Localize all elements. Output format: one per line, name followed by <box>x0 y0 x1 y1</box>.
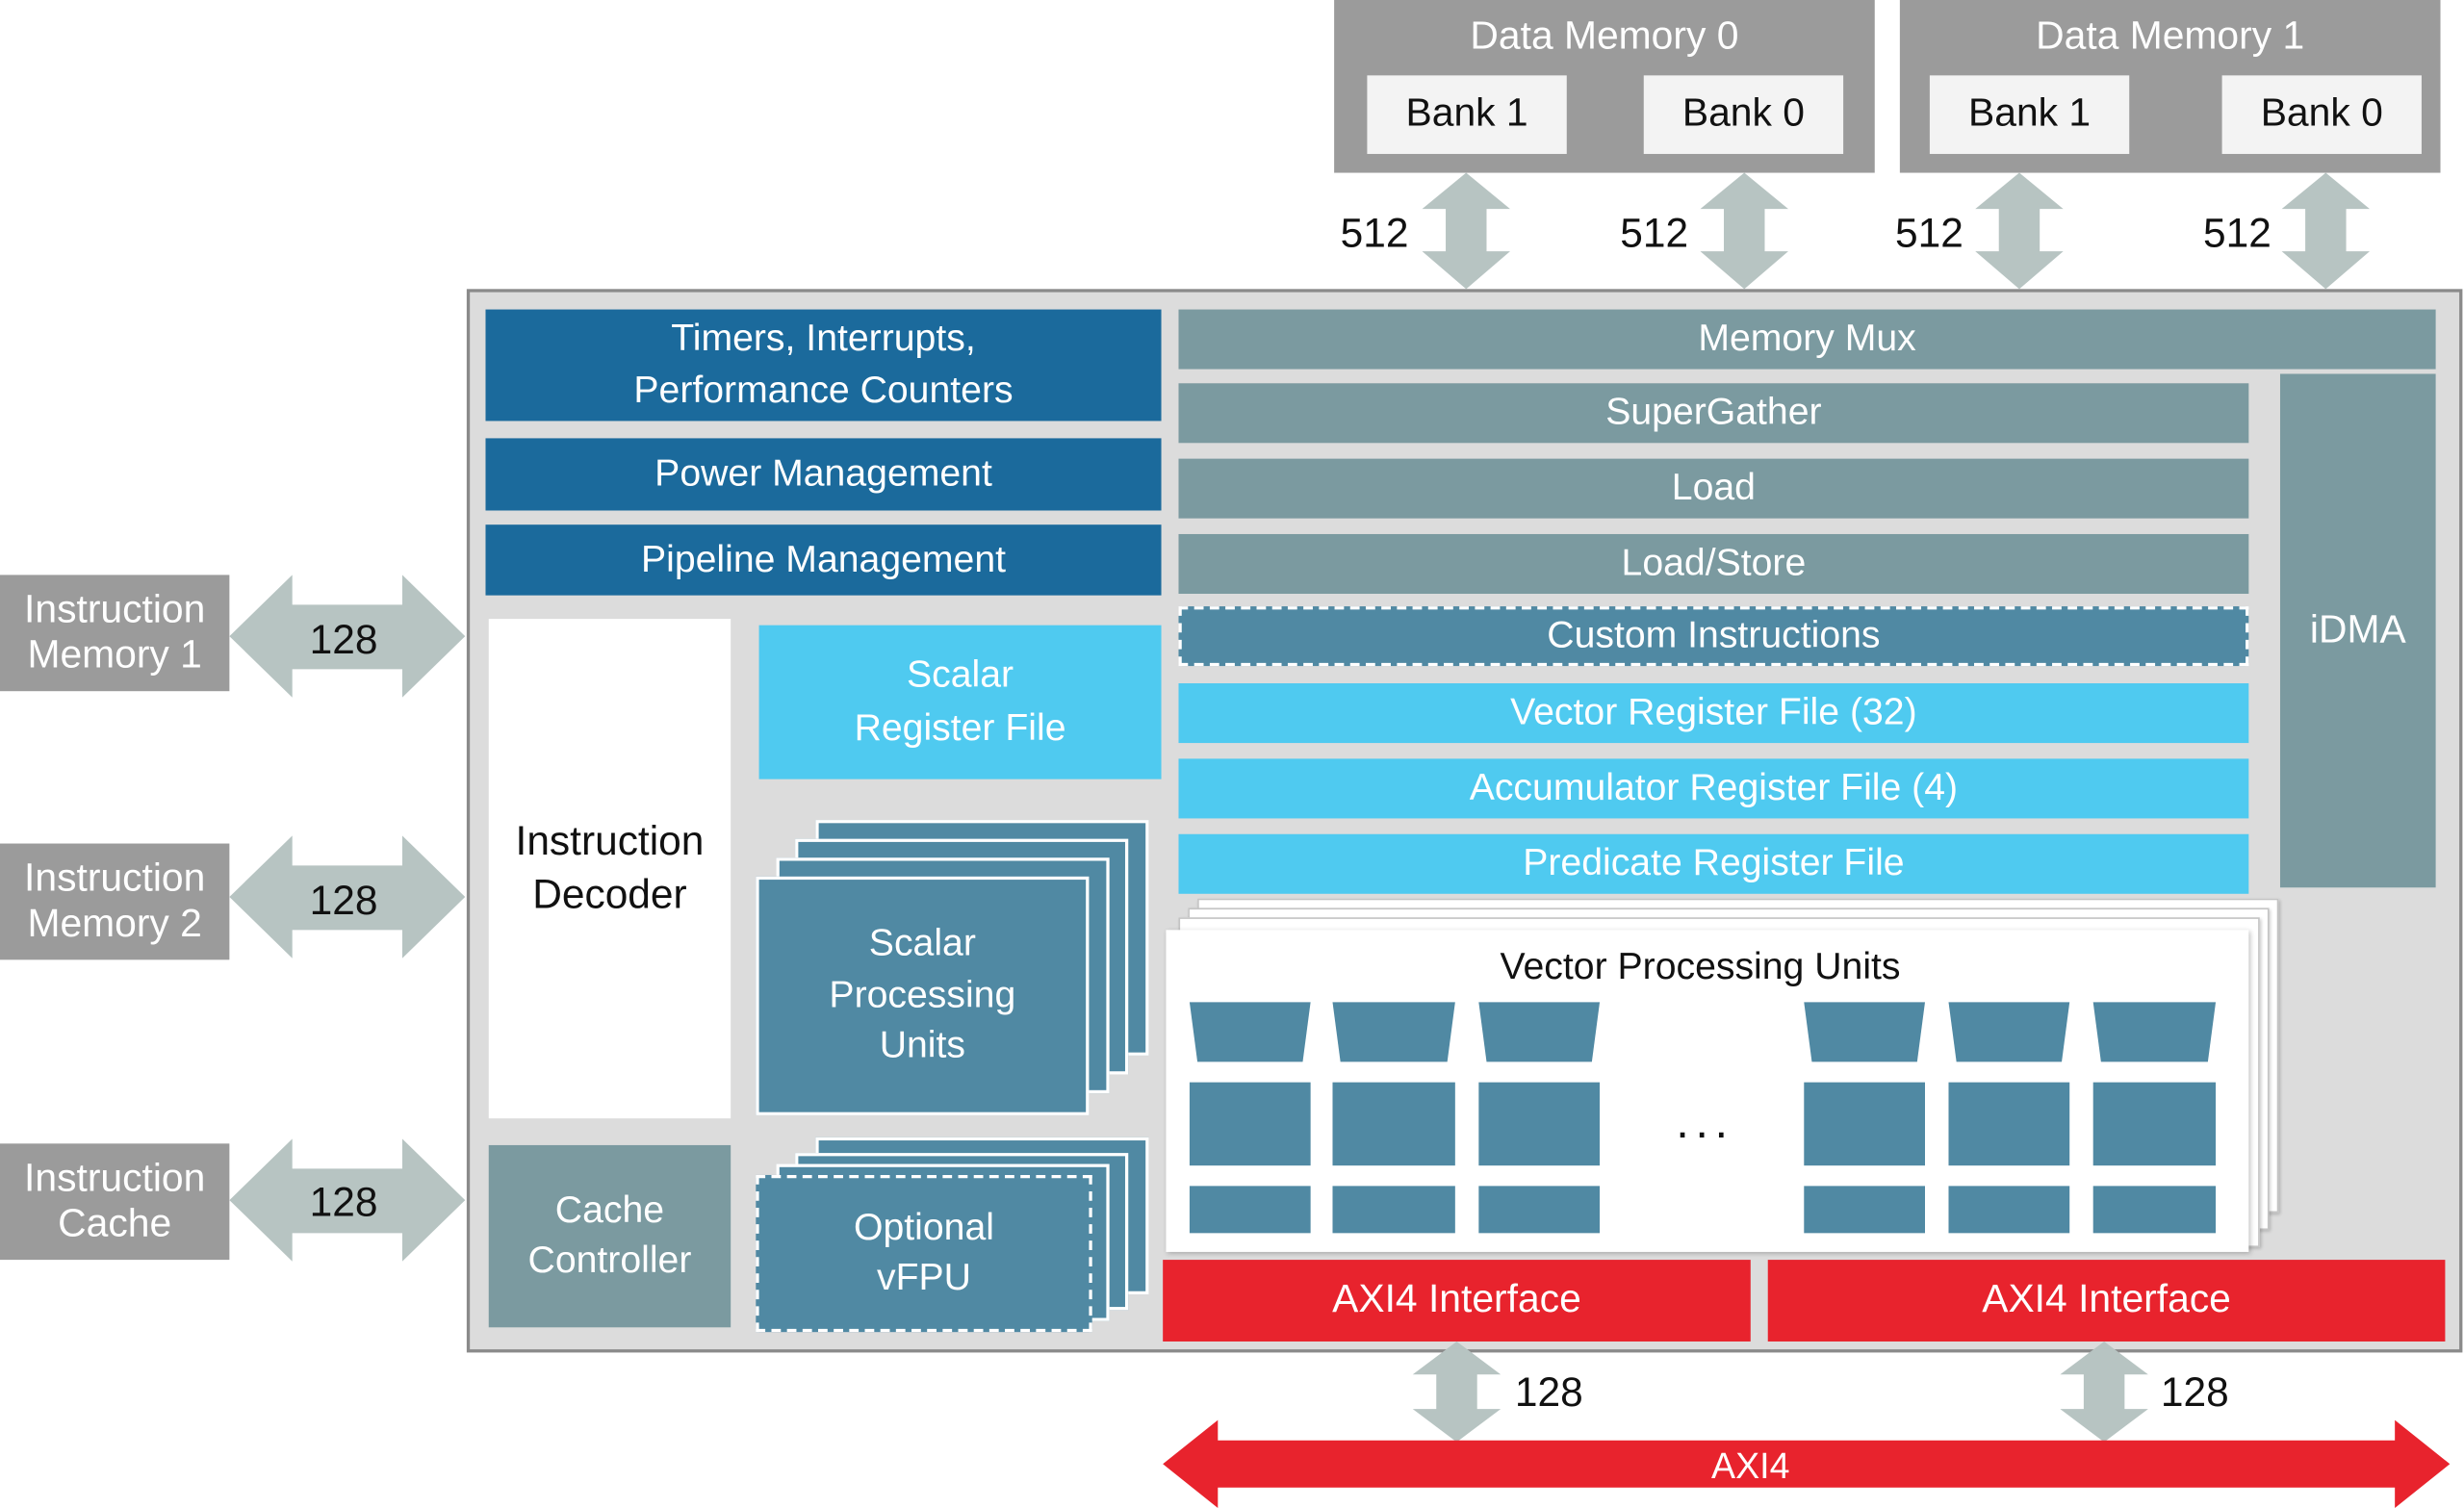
vpu-cell <box>1804 1082 1925 1166</box>
vpu-cell <box>1948 1186 2070 1234</box>
vpu-trapezoid <box>1804 1002 1925 1062</box>
data-width-3: 512 <box>2202 209 2272 257</box>
cache-controller-block: Cache Controller <box>488 1144 732 1328</box>
vpu-cell <box>1332 1082 1455 1166</box>
scalar-register-file-block: Scalar Register File <box>758 625 1162 780</box>
instruction-memory-2-width: 128 <box>309 876 378 924</box>
axi-arrow-left <box>1412 1341 1502 1443</box>
idma-block: iDMA <box>2279 373 2436 888</box>
memory-mux-block: Memory Mux <box>1178 309 2436 370</box>
vpu-trapezoid <box>2092 1002 2217 1062</box>
power-management-block: Power Management <box>485 438 1162 511</box>
vpu-cell <box>1478 1186 1601 1234</box>
predicate-register-file-block: Predicate Register File <box>1178 833 2249 894</box>
load-store-block: Load/Store <box>1178 533 2249 595</box>
vpu-cell <box>1189 1186 1311 1234</box>
instruction-memory-1-width: 128 <box>309 615 378 663</box>
instr-arrow-3 <box>229 1138 466 1262</box>
optional-vfpu-block: Optional vFPU <box>756 1174 1092 1333</box>
instruction-decoder-block: Instruction Decoder <box>488 619 732 1119</box>
data-width-2: 512 <box>1894 209 1964 257</box>
instruction-memory-2: Instruction Memory 2 <box>0 843 230 960</box>
data-memory-0-bank-1: Bank 1 <box>1367 75 1567 154</box>
axi-arrow-right <box>2060 1341 2148 1443</box>
data-memory-1-bank-1: Bank 1 <box>1929 75 2130 154</box>
data-width-1: 512 <box>1620 209 1689 257</box>
data-arrow-2 <box>1975 172 2064 290</box>
axi4-interface-left: AXI4 Interface <box>1163 1260 1751 1342</box>
data-memory-0: Data Memory 0 Bank 1 Bank 0 <box>1334 0 1875 173</box>
instr-arrow-1 <box>229 575 466 698</box>
data-memory-1-title: Data Memory 1 <box>2036 14 2305 60</box>
accumulator-register-file-block: Accumulator Register File (4) <box>1178 758 2249 819</box>
vpu-cell <box>1332 1186 1455 1234</box>
timers-interrupts-block: Timers, Interrupts, Performance Counters <box>485 309 1162 422</box>
vpu-trapezoid <box>1948 1002 2070 1062</box>
axi-width-right: 128 <box>2160 1367 2229 1416</box>
instr-arrow-2 <box>229 835 466 958</box>
vpu-cell <box>2092 1082 2217 1166</box>
data-memory-0-bank-0: Bank 0 <box>1643 75 1844 154</box>
data-memory-0-title: Data Memory 0 <box>1470 14 1739 60</box>
vpu-cell <box>1948 1082 2070 1166</box>
vpu-cell <box>1804 1186 1925 1234</box>
vpu-cell <box>1478 1082 1601 1166</box>
data-arrow-1 <box>1700 172 1788 290</box>
data-arrow-3 <box>2281 172 2371 290</box>
data-arrow-0 <box>1422 172 1510 290</box>
axi4-interface-right: AXI4 Interface <box>1767 1260 2446 1342</box>
vpu-trapezoid <box>1332 1002 1455 1062</box>
pipeline-management-block: Pipeline Management <box>485 524 1162 596</box>
custom-instructions-block: Custom Instructions <box>1178 606 2249 667</box>
data-width-0: 512 <box>1340 209 1409 257</box>
axi4-bus-label: AXI4 <box>1711 1444 1790 1486</box>
vpu-ellipsis: ... <box>1676 1096 1734 1149</box>
data-memory-1-bank-0: Bank 0 <box>2221 75 2422 154</box>
instruction-memory-1: Instruction Memory 1 <box>0 575 230 692</box>
instruction-cache-width: 128 <box>309 1178 378 1226</box>
vector-register-file-block: Vector Register File (32) <box>1178 683 2249 744</box>
vector-processing-units-title: Vector Processing Units <box>1500 945 1901 988</box>
load-block: Load <box>1178 458 2249 519</box>
vpu-trapezoid <box>1478 1002 1601 1062</box>
axi-width-left: 128 <box>1514 1367 1583 1416</box>
vpu-trapezoid <box>1189 1002 1311 1062</box>
vpu-cell <box>2092 1186 2217 1234</box>
scalar-processing-units-block: Scalar Processing Units <box>756 876 1090 1115</box>
supergather-block: SuperGather <box>1178 383 2249 444</box>
axi4-bus-arrow <box>1163 1419 2451 1508</box>
instruction-cache: Instruction Cache <box>0 1143 230 1261</box>
data-memory-1: Data Memory 1 Bank 1 Bank 0 <box>1899 0 2441 173</box>
vpu-cell <box>1189 1082 1311 1166</box>
